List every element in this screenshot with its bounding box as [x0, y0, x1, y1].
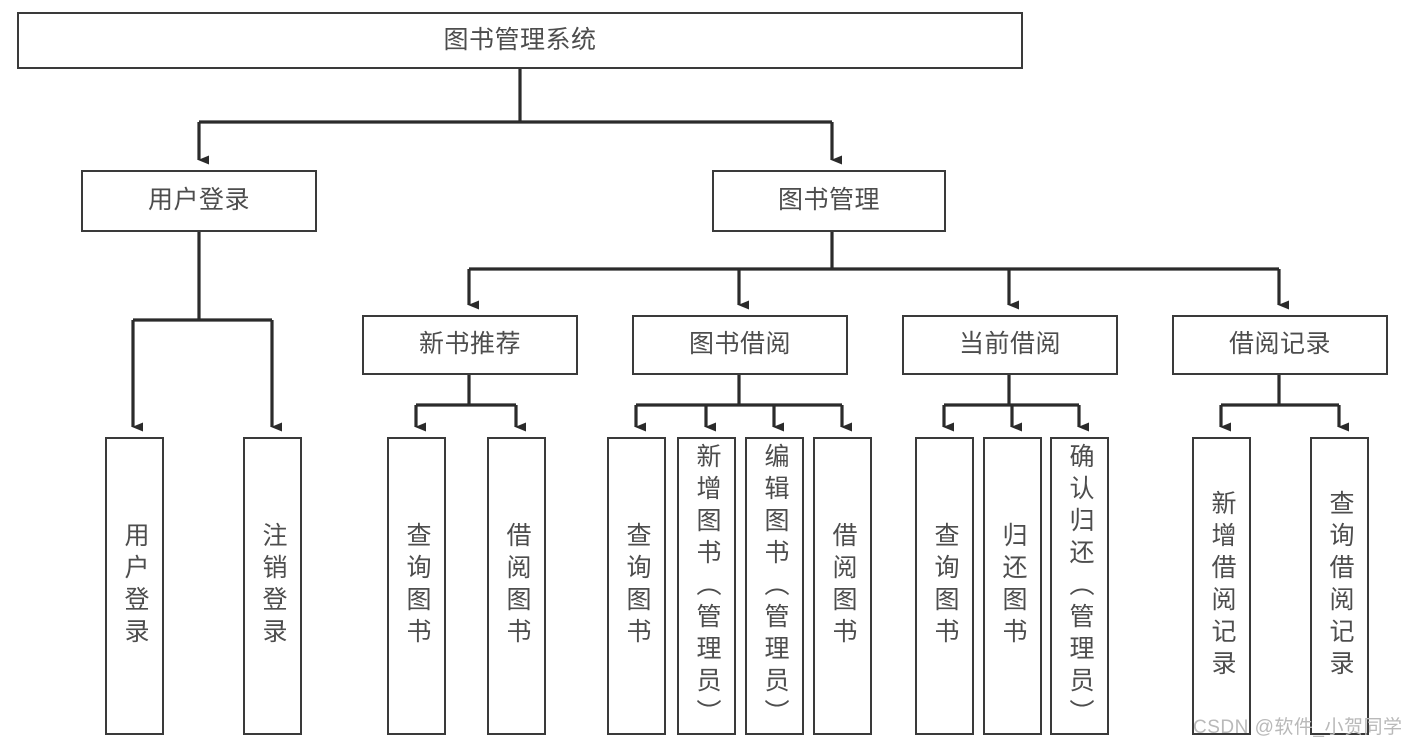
node-leaf-bb-query-books-label: 查询图书: [623, 522, 651, 650]
node-leaf-bb-edit-book-admin[interactable]: 编辑图书（管理员）: [745, 437, 804, 735]
node-leaf-bb-borrow-books-label: 借阅图书: [829, 522, 857, 650]
node-leaf-cb-query-books[interactable]: 查询图书: [915, 437, 974, 735]
node-level1-book-management-label: 图书管理: [777, 186, 880, 215]
node-leaf-bb-query-books[interactable]: 查询图书: [607, 437, 666, 735]
node-leaf-nbr-query-books[interactable]: 查询图书: [387, 437, 446, 735]
node-leaf-cb-confirm-return-admin[interactable]: 确认归还（管理员）: [1050, 437, 1109, 735]
node-leaf-br-query-record[interactable]: 查询借阅记录: [1310, 437, 1369, 735]
node-leaf-logout[interactable]: 注销登录: [243, 437, 302, 735]
node-leaf-cb-return-books[interactable]: 归还图书: [983, 437, 1042, 735]
node-leaf-user-login-label: 用户登录: [121, 522, 149, 650]
csdn-watermark: CSDN @软件_小贺同学: [1193, 717, 1403, 738]
node-leaf-user-login[interactable]: 用户登录: [105, 437, 164, 735]
node-leaf-logout-label: 注销登录: [259, 522, 287, 650]
node-leaf-bb-borrow-books[interactable]: 借阅图书: [813, 437, 872, 735]
node-level2-borrow-records-label: 借阅记录: [1228, 330, 1331, 359]
node-level2-borrow-records[interactable]: 借阅记录: [1172, 315, 1388, 375]
node-leaf-br-add-record-label: 新增借阅记录: [1208, 490, 1236, 682]
node-level2-current-borrowing[interactable]: 当前借阅: [902, 315, 1118, 375]
node-leaf-bb-edit-book-admin-label: 编辑图书（管理员）: [761, 443, 789, 731]
node-level1-user-login-label: 用户登录: [147, 186, 250, 215]
node-leaf-cb-return-books-label: 归还图书: [999, 522, 1027, 650]
node-leaf-cb-confirm-return-admin-label: 确认归还（管理员）: [1066, 443, 1094, 731]
node-level1-book-management[interactable]: 图书管理: [712, 170, 946, 232]
node-level2-new-book-recommendation-label: 新书推荐: [418, 330, 521, 359]
node-leaf-bb-add-book-admin[interactable]: 新增图书（管理员）: [677, 437, 736, 735]
node-leaf-nbr-query-books-label: 查询图书: [403, 522, 431, 650]
node-leaf-br-add-record[interactable]: 新增借阅记录: [1192, 437, 1251, 735]
node-level2-book-borrowing[interactable]: 图书借阅: [632, 315, 848, 375]
node-leaf-bb-add-book-admin-label: 新增图书（管理员）: [693, 443, 721, 731]
node-level2-book-borrowing-label: 图书借阅: [688, 330, 791, 359]
node-leaf-nbr-borrow-books[interactable]: 借阅图书: [487, 437, 546, 735]
node-root-label: 图书管理系统: [443, 25, 597, 54]
node-level1-user-login[interactable]: 用户登录: [81, 170, 317, 232]
node-root[interactable]: 图书管理系统: [17, 12, 1023, 69]
node-leaf-cb-query-books-label: 查询图书: [931, 522, 959, 650]
node-leaf-br-query-record-label: 查询借阅记录: [1326, 490, 1354, 682]
node-level2-current-borrowing-label: 当前借阅: [958, 330, 1061, 359]
node-leaf-nbr-borrow-books-label: 借阅图书: [503, 522, 531, 650]
node-level2-new-book-recommendation[interactable]: 新书推荐: [362, 315, 578, 375]
